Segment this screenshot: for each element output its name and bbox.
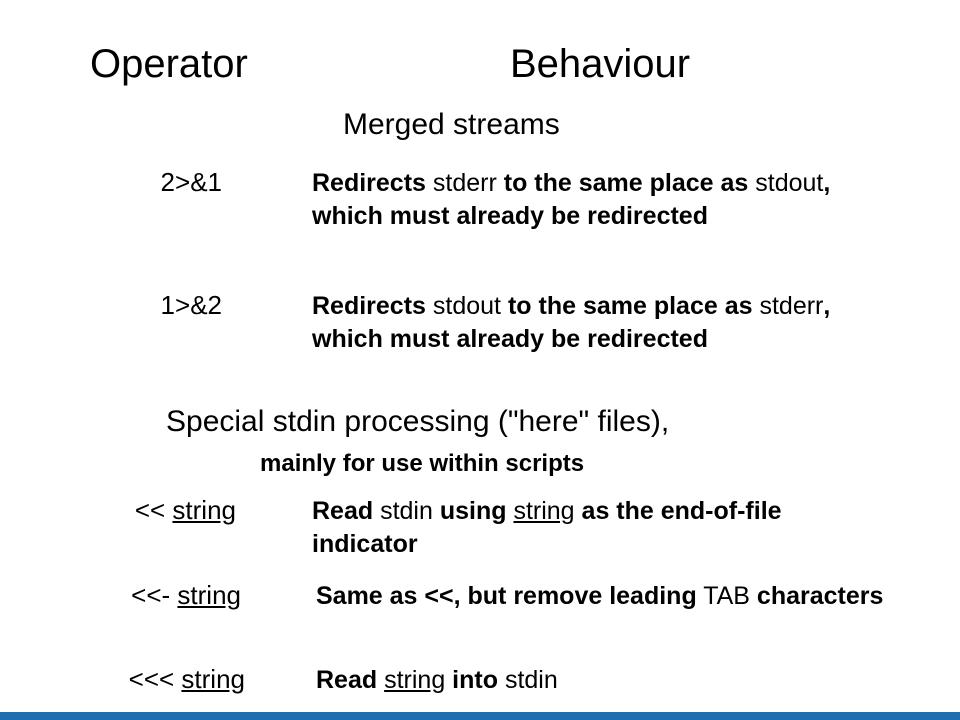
desc-bold-text: characters [749,582,884,610]
desc-bold-text: Redirects [312,169,426,197]
desc-underlined-text: string [513,497,575,525]
here-files-subheading: mainly for use within scripts [260,450,585,477]
merged-streams-heading: Merged streams [343,108,560,141]
description-1to2: Redirects stdout to the same place as st… [312,290,882,356]
description-heredoc: Read stdin using string as the end-of-fi… [312,495,882,561]
desc-bold-text: Redirects [312,292,426,320]
desc-bold-text: to the same place as [507,292,753,320]
desc-bold-text: into [445,666,498,694]
description-2to1: Redirects stderr to the same place as st… [312,167,872,233]
desc-plain-text: stdout [755,169,824,197]
operator-2to1: 2>&1 [160,167,222,197]
desc-bold-text: as the end-of-file indicator [312,497,782,558]
description-herestring: Read string into stdin [316,664,886,697]
desc-plain-text: stdin [498,666,558,694]
desc-plain-text: stderr [759,292,824,320]
desc-bold-text: , which must already be redirected [312,292,831,353]
operator-symbol: << [134,495,173,525]
here-files-heading: Special stdin processing ("here" files), [166,405,670,438]
desc-bold-text: Read [316,666,385,694]
desc-bold-text: Read [312,497,374,525]
desc-bold-text: , which must already be redirected [312,169,831,230]
operator-argument: string [177,580,241,610]
desc-bold-text: to the same place as [503,169,749,197]
desc-bold-text: using [439,497,514,525]
behaviour-column-header: Behaviour [510,42,691,86]
desc-bold-text: Same as <<, but remove leading [316,582,697,610]
operator-symbol: <<- [131,580,178,610]
desc-plain-text: stderr [425,169,504,197]
operator-argument: string [181,664,245,694]
operator-column-header: Operator [90,42,248,86]
operator-symbol: <<< [128,664,182,694]
operator-heredoc: << string [0,495,236,526]
operator-herestring: <<< string [0,664,245,695]
description-heredoc-strip-tabs: Same as <<, but remove leading TAB chara… [316,580,886,613]
operator-argument: string [172,495,236,525]
desc-underlined-text: string [384,666,446,694]
desc-plain-text: TAB [696,582,750,610]
bottom-accent-bar [0,712,960,720]
desc-plain-text: stdout [425,292,508,320]
operator-heredoc-strip-tabs: <<- string [0,580,241,611]
operator-1to2: 1>&2 [160,290,222,320]
desc-plain-text: stdin [373,497,440,525]
